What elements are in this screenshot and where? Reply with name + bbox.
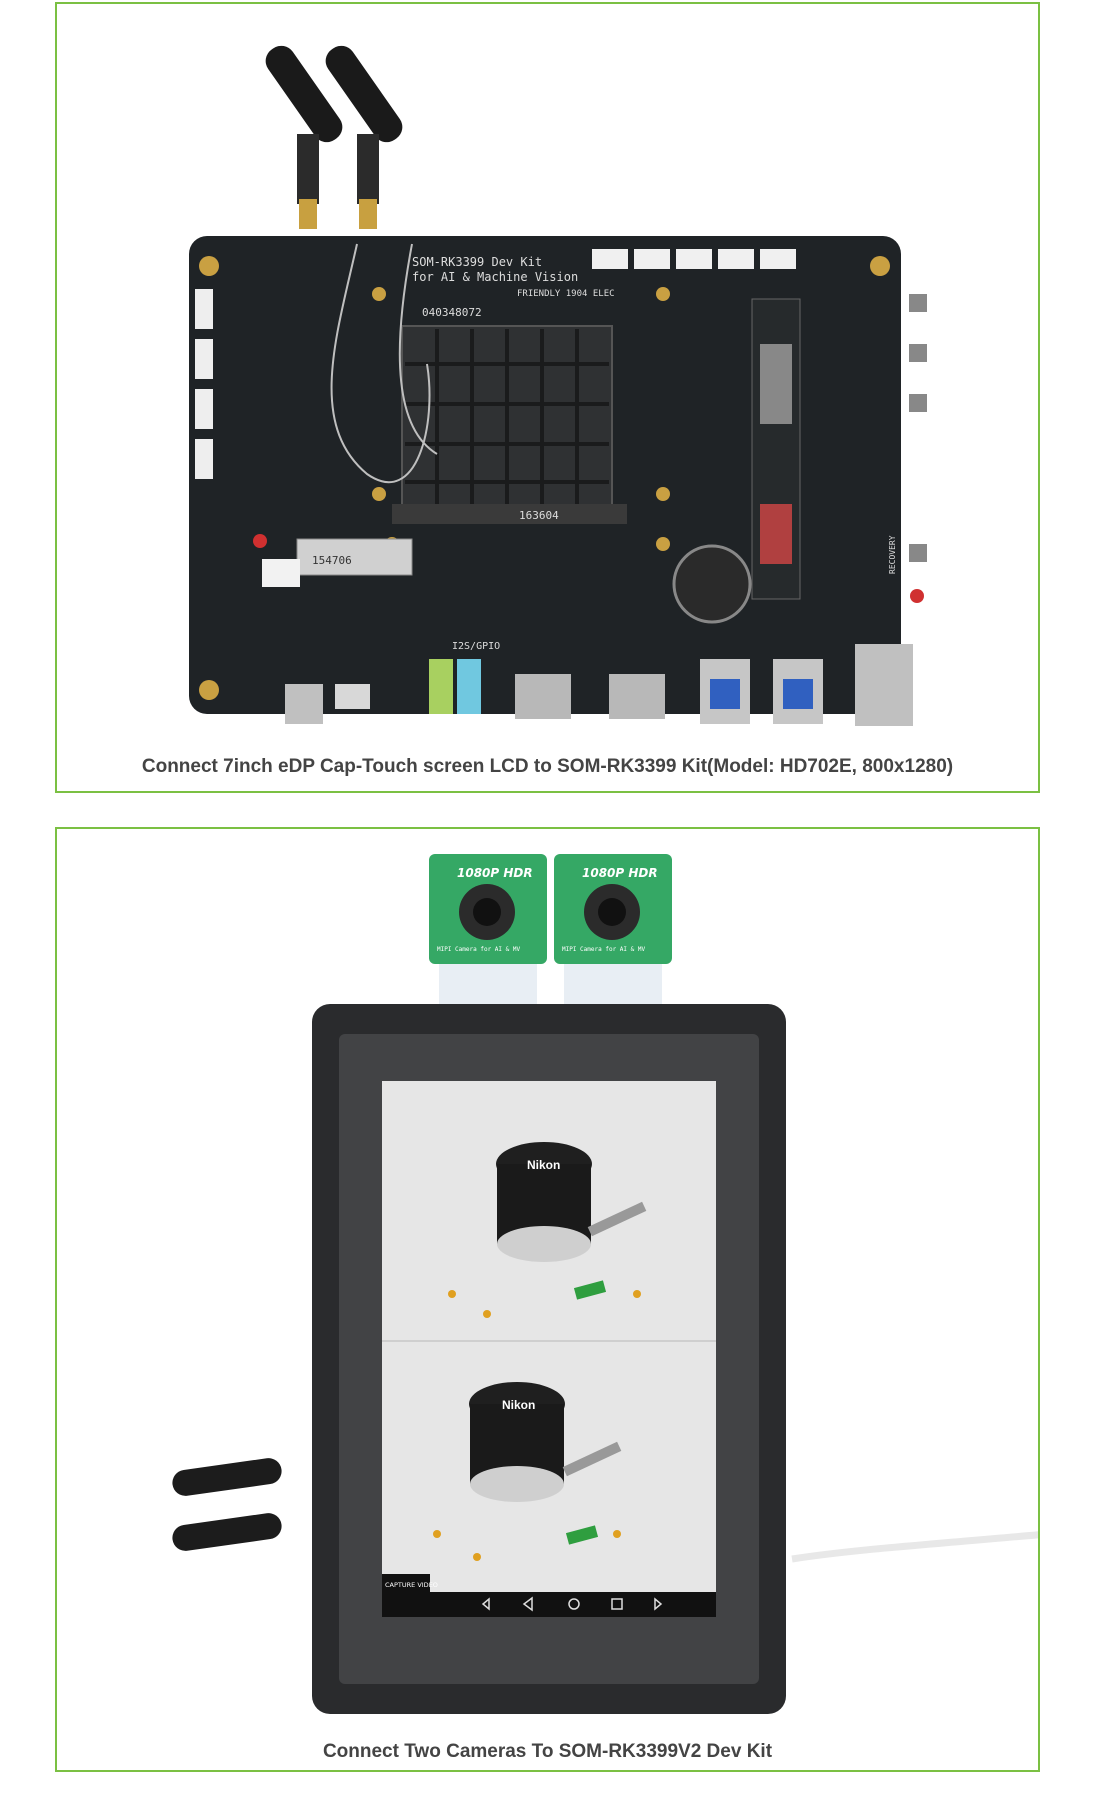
back-icon[interactable] — [522, 1596, 533, 1612]
camera-left-sub: MIPI Camera for AI & MV — [437, 946, 520, 953]
audio-port-green — [429, 659, 453, 714]
board-title-2: for AI & Machine Vision — [412, 270, 578, 284]
board-brand: FRIENDLY 1904 ELEC — [517, 289, 615, 299]
capture-video-label: CAPTURE VIDEO — [385, 1581, 438, 1589]
lens-image-bottom: Nikon — [433, 1382, 622, 1561]
display-antenna-top — [172, 1458, 282, 1496]
cameras-display-photo: 1080P HDR MIPI Camera for AI & MV 1080P … — [172, 854, 1038, 1714]
hdmi-port-1 — [515, 674, 571, 719]
cameras-panel: 1080P HDR MIPI Camera for AI & MV 1080P … — [55, 827, 1040, 1772]
home-icon[interactable] — [568, 1598, 580, 1610]
camera-module-right: 1080P HDR MIPI Camera for AI & MV — [554, 854, 672, 1009]
recovery-label: RECOVERY — [888, 535, 897, 574]
antenna-left — [265, 45, 343, 229]
lens-brand-bottom: Nikon — [502, 1398, 535, 1412]
camera-right-sub: MIPI Camera for AI & MV — [562, 946, 645, 953]
heatsink-label: 163604 — [519, 509, 559, 522]
lens-brand-top: Nikon — [527, 1158, 560, 1172]
camera-right-label: 1080P HDR — [582, 866, 658, 880]
capture-video-button[interactable] — [382, 1574, 430, 1592]
display-antenna-bottom — [172, 1513, 282, 1551]
board-serial: 040348072 — [422, 306, 482, 319]
hdmi-port-2 — [609, 674, 665, 719]
som-rk3399-board-photo: SOM-RK3399 Dev Kit for AI & Machine Visi… — [189, 45, 927, 726]
android-nav-bar — [382, 1592, 716, 1617]
top-caption: Connect 7inch eDP Cap-Touch screen LCD t… — [141, 756, 954, 777]
lens-image-top: Nikon — [448, 1142, 647, 1318]
header-label: I2S/GPIO — [452, 641, 500, 652]
ethernet-port — [855, 644, 913, 726]
volume-down-icon[interactable] — [481, 1597, 490, 1611]
antenna-right — [325, 45, 403, 229]
recents-icon[interactable] — [611, 1598, 623, 1610]
m2-slot-label: 154706 — [312, 554, 352, 567]
board-panel: SOM-RK3399 Dev Kit for AI & Machine Visi… — [55, 2, 1040, 793]
camera-module-left: 1080P HDR MIPI Camera for AI & MV — [429, 854, 547, 1009]
camera-left-label: 1080P HDR — [457, 866, 533, 880]
audio-port-blue — [457, 659, 481, 714]
bottom-caption: Connect Two Cameras To SOM-RK3399V2 Dev … — [322, 1741, 773, 1762]
volume-up-icon[interactable] — [654, 1597, 663, 1611]
rtc-battery — [672, 544, 752, 624]
board-title-1: SOM-RK3399 Dev Kit — [412, 255, 542, 269]
